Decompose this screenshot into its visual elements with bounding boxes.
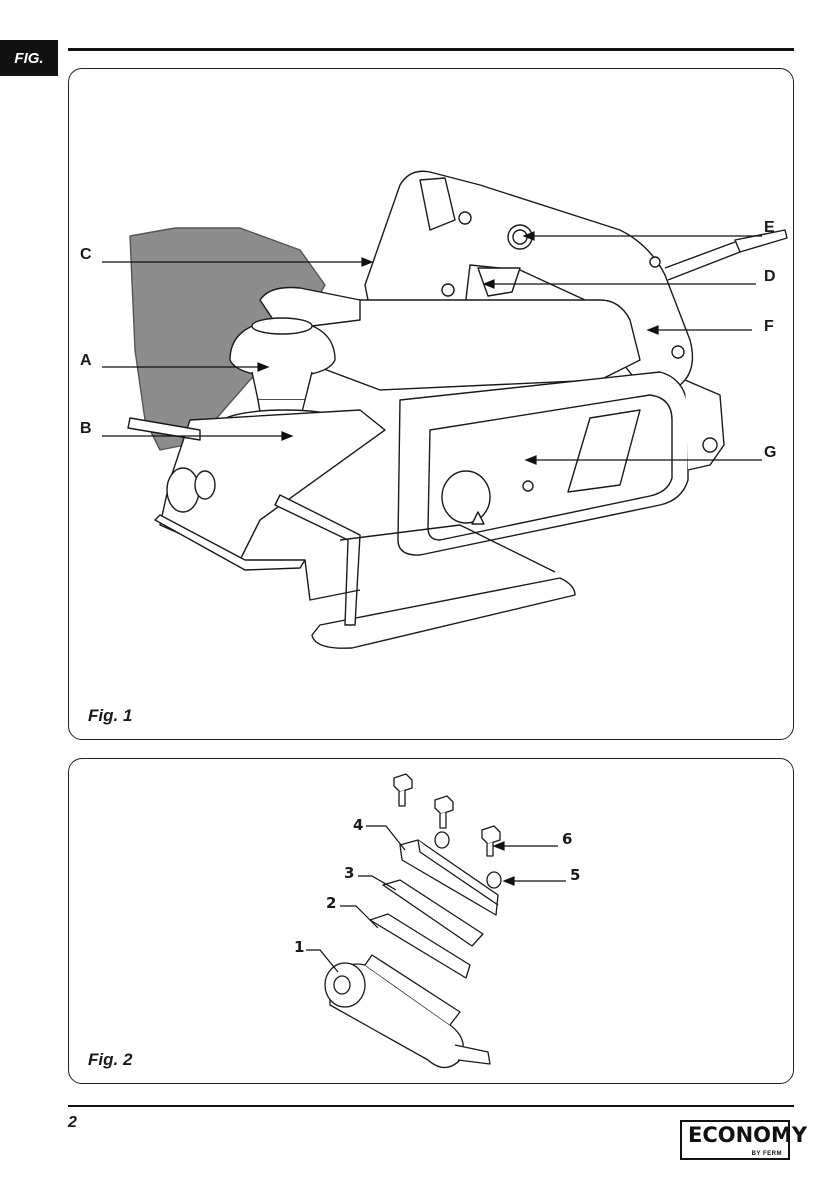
callout-6: 6 [562, 830, 572, 848]
callout-f: F [764, 318, 774, 336]
callout-e: E [764, 219, 775, 237]
callout-c: C [80, 246, 92, 264]
trigger-switch [478, 268, 520, 296]
logo-sub: BY FERM [752, 1151, 782, 1157]
callout-g: G [764, 444, 776, 462]
economy-logo: ECONOMY BY FERM [680, 1120, 790, 1160]
callout-b: B [80, 420, 92, 438]
page-number: 2 [68, 1114, 77, 1132]
figure-2-panel [68, 758, 794, 1084]
footer-rule [68, 1105, 794, 1107]
depth-dial [442, 471, 490, 523]
fig1-caption: Fig. 1 [88, 706, 132, 726]
callout-1: 1 [294, 938, 304, 956]
callout-4: 4 [353, 816, 363, 834]
callout-2: 2 [326, 894, 336, 912]
power-cord [665, 242, 740, 280]
callout-5: 5 [570, 866, 580, 884]
side-knob [167, 468, 199, 512]
fig2-caption: Fig. 2 [88, 1050, 132, 1070]
callout-a: A [80, 352, 92, 370]
logo-word: ECONOMY [688, 1123, 807, 1147]
callout-3: 3 [344, 864, 354, 882]
planer-drawing [128, 171, 787, 648]
callout-d: D [764, 268, 776, 286]
